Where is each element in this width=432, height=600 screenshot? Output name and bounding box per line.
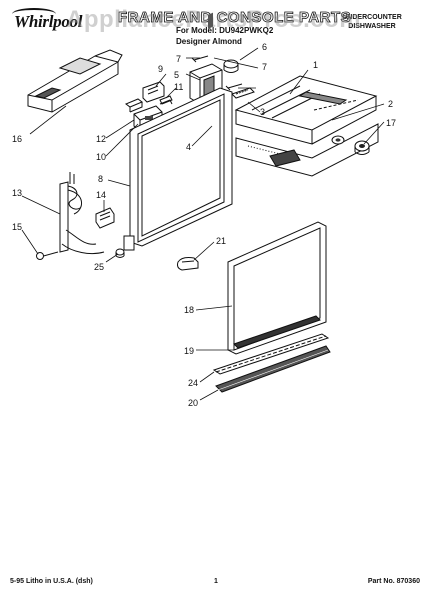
footer-part-number: Part No. 870360 [367, 578, 420, 585]
part-17-knob [354, 140, 370, 155]
page-title: FRAME AND CONSOLE PARTS [118, 9, 352, 27]
part-7-screw-upper [191, 55, 209, 63]
product-type-line-1: UNDERCOUNTER [342, 14, 402, 21]
brand-logo: Whirlpool [14, 12, 83, 31]
callout-labels: 1 2 3 4 5 6 7 7 8 9 10 11 12 13 14 15 16… [12, 42, 396, 408]
callout-18: 18 [184, 305, 194, 315]
callout-25: 25 [94, 262, 104, 272]
callout-1: 1 [313, 60, 318, 70]
callout-10: 10 [96, 152, 106, 162]
callout-11: 11 [174, 82, 183, 92]
callout-21: 21 [216, 236, 226, 246]
part-25-screw [115, 248, 125, 258]
callout-7a: 7 [176, 54, 181, 64]
callout-8: 8 [98, 174, 103, 184]
footer-litho-line: 5-95 Litho in U.S.A. (dsh) [10, 578, 93, 585]
callout-3: 3 [260, 107, 265, 117]
part-16-vent [27, 49, 123, 113]
part-9-bracket [142, 81, 165, 103]
part-15-plug [36, 251, 59, 260]
part-1-console [234, 75, 378, 145]
callout-9: 9 [158, 64, 163, 74]
callout-2: 2 [388, 99, 393, 109]
callout-13: 13 [12, 188, 22, 198]
part-8-door-frame [123, 12, 233, 251]
brand-swoosh [12, 8, 56, 20]
part-19-trim [233, 315, 321, 349]
callout-4: 4 [186, 142, 191, 152]
callout-5: 5 [174, 70, 179, 80]
part-21-clip [177, 257, 199, 271]
callout-17: 17 [386, 118, 396, 128]
callout-24: 24 [188, 378, 198, 388]
leader-lines [21, 47, 385, 401]
footer-page-number: 1 [214, 578, 218, 585]
model-line: For Model: DU942PWKQ2 [176, 26, 274, 35]
part-2-console-panel [235, 123, 379, 177]
callout-20: 20 [188, 398, 198, 408]
part-3-clip [231, 87, 255, 99]
callout-7b: 7 [262, 62, 267, 72]
watermark: AppliancePartsPros.com [66, 6, 362, 33]
part-20-kickplate [215, 345, 331, 393]
color-line: Designer Almond [176, 37, 242, 46]
part-7-screw-lower [225, 83, 243, 91]
callout-12: 12 [96, 134, 106, 144]
callout-15: 15 [12, 222, 22, 232]
callout-6: 6 [262, 42, 267, 52]
part-24-bottom-trim [212, 333, 330, 375]
part-12-switch [125, 98, 143, 113]
part-14-connector [95, 207, 115, 229]
callout-14: 14 [96, 190, 106, 200]
callout-16: 16 [12, 134, 22, 144]
callout-19: 19 [184, 346, 194, 356]
product-type-line-2: DISHWASHER [348, 23, 396, 30]
part-13-wire-harness [59, 172, 105, 255]
part-6-strike [223, 59, 239, 73]
